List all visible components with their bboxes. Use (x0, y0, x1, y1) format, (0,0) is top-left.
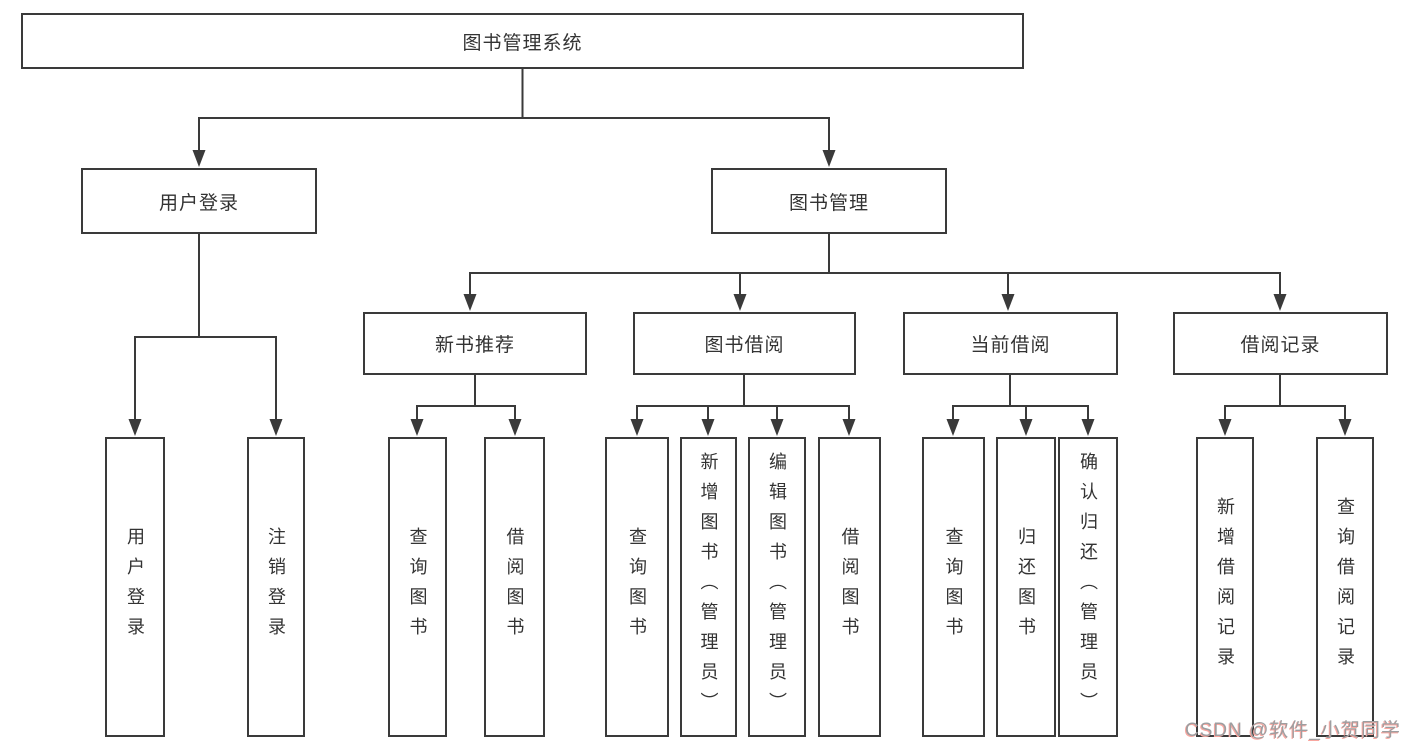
connector-root (192, 69, 836, 167)
node-borrowing-records: 借阅记录 (1173, 312, 1388, 375)
node-user-login: 用户登录 (81, 168, 317, 234)
node-book-borrowing: 图书借阅 (633, 312, 856, 375)
node-add-books-admin: 新增图书（管理员） (680, 437, 737, 737)
connector-user-login (128, 234, 283, 436)
connector-book-borrowing (630, 375, 856, 436)
node-user-login-leaf: 用户登录 (105, 437, 165, 737)
node-query-books-recommend: 查询图书 (388, 437, 447, 737)
node-borrow-books-borrowing: 借阅图书 (818, 437, 881, 737)
connector-current-borrowing (946, 375, 1095, 436)
node-query-books-borrowing: 查询图书 (605, 437, 669, 737)
node-edit-books-admin: 编辑图书（管理员） (748, 437, 806, 737)
node-confirm-return-admin: 确认归还（管理员） (1058, 437, 1118, 737)
node-return-books: 归还图书 (996, 437, 1056, 737)
connector-borrowing-records (1218, 375, 1352, 436)
node-add-borrow-record: 新增借阅记录 (1196, 437, 1254, 737)
node-root-title: 图书管理系统 (21, 13, 1024, 69)
node-query-borrow-record: 查询借阅记录 (1316, 437, 1374, 737)
connector-book-management (463, 234, 1287, 311)
node-book-management: 图书管理 (711, 168, 947, 234)
watermark: CSDN @软件_小贺同学 (1185, 720, 1401, 741)
node-new-book-recommend: 新书推荐 (363, 312, 587, 375)
node-current-borrowing: 当前借阅 (903, 312, 1118, 375)
node-logout: 注销登录 (247, 437, 305, 737)
node-query-books-current: 查询图书 (922, 437, 985, 737)
connector-new-book-recommend (410, 375, 522, 436)
node-borrow-books-recommend: 借阅图书 (484, 437, 545, 737)
